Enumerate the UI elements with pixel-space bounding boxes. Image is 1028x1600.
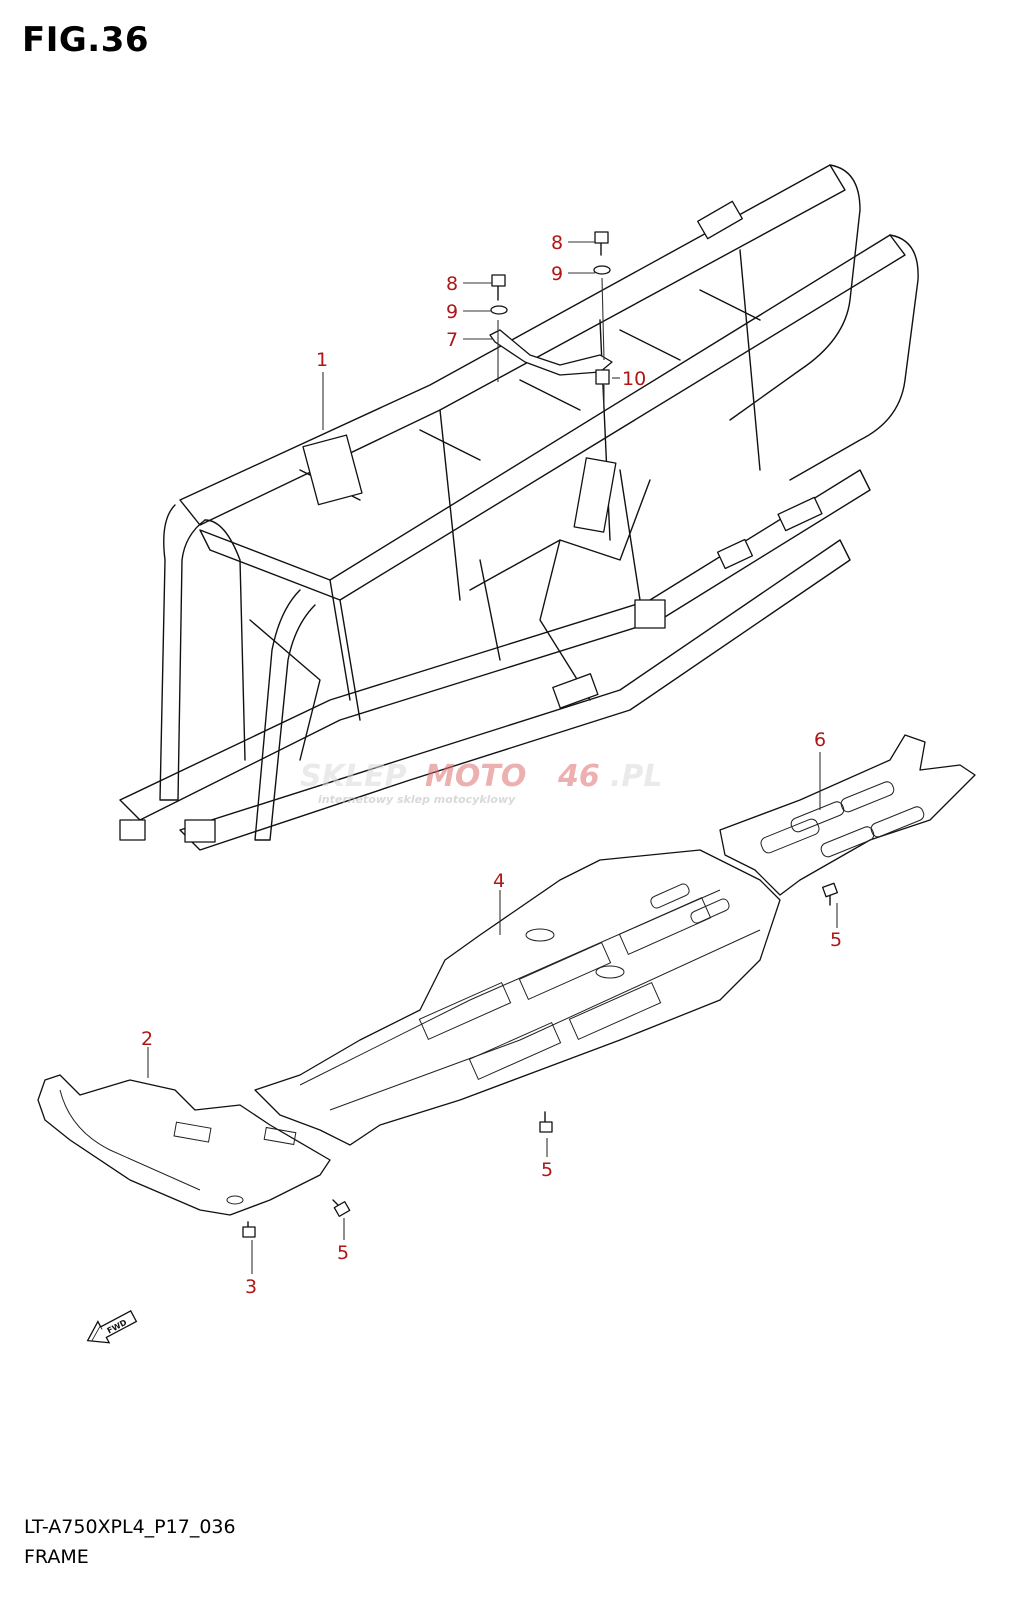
skid-plate-center [254,849,781,1146]
callout-4: 4 [493,870,505,892]
diagram-name: FRAME [24,1546,89,1568]
diagram-code: LT-A750XPL4_P17_036 [24,1516,236,1538]
callout-7: 7 [446,329,458,351]
watermark-brand-46: 46 [557,759,600,794]
callout-10: 10 [622,368,646,390]
callout-6: 6 [814,729,826,751]
callout-9-right: 9 [551,263,563,285]
callout-3: 3 [245,1276,257,1298]
watermark-brand-pl: .PL [610,759,663,794]
watermark: SKLEP MOTO 46 .PL internetowy sklep moto… [300,759,663,806]
watermark-brand-sklep: SKLEP [300,759,406,794]
callout-5-front: 5 [337,1242,349,1264]
callout-5-rear: 5 [830,929,842,951]
frame-assembly [119,164,919,851]
callout-1: 1 [316,349,328,371]
skid-plate-rear [719,734,976,896]
skid-plate-front [37,1074,331,1216]
callout-8-left: 8 [446,273,458,295]
callout-8-right: 8 [551,232,563,254]
callout-9-left: 9 [446,301,458,323]
callout-2: 2 [141,1028,153,1050]
callouts: 1 2 3 4 5 5 5 6 7 8 8 9 9 10 [141,232,842,1298]
callout-5-center: 5 [541,1159,553,1181]
bracket-assembly [489,231,613,405]
bolts [242,882,838,1238]
forward-arrow-icon: FWD [86,1310,138,1344]
leader-lines [147,241,838,1274]
watermark-brand-moto: MOTO [425,759,526,794]
figure-title: FIG.36 [22,20,150,60]
watermark-tagline: internetowy sklep motocyklowy [318,793,516,806]
